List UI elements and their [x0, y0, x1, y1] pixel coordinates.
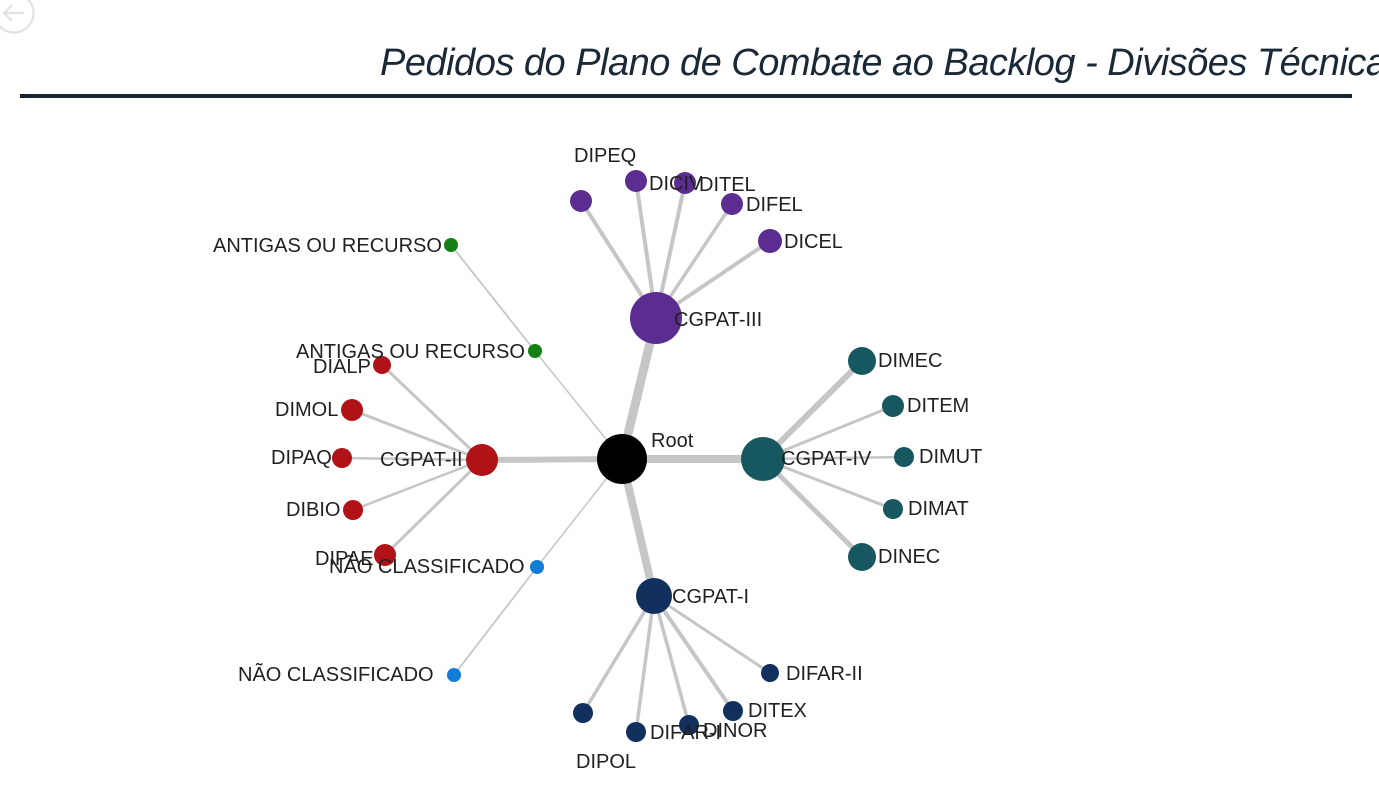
edge-antigas-antigas_child — [451, 245, 535, 351]
node-cgpat4[interactable] — [741, 437, 785, 481]
node-label-cgpat2: CGPAT-II — [380, 449, 463, 471]
node-label-antigas_child: ANTIGAS OU RECURSO — [213, 235, 442, 257]
node-cgpat1[interactable] — [636, 578, 672, 614]
node-label-nao_class_child: NÃO CLASSIFICADO — [238, 662, 434, 686]
node-dipaq[interactable] — [332, 448, 352, 468]
node-label-dimut: DIMUT — [919, 446, 982, 468]
node-label-dimol: DIMOL — [275, 399, 338, 421]
node-ditex[interactable] — [723, 701, 743, 721]
node-dibio[interactable] — [343, 500, 363, 520]
node-dimat[interactable] — [883, 499, 903, 519]
node-root[interactable] — [597, 434, 647, 484]
node-dimut[interactable] — [894, 447, 914, 467]
node-nao_class[interactable] — [530, 560, 544, 574]
node-difar1[interactable] — [626, 722, 646, 742]
node-label-dimat: DIMAT — [908, 498, 969, 520]
node-label-dipaq: DIPAQ — [271, 447, 332, 469]
node-dimol[interactable] — [341, 399, 363, 421]
edge-cgpat2-dipae — [385, 460, 482, 555]
node-ditem[interactable] — [882, 395, 904, 417]
node-antigas[interactable] — [528, 344, 542, 358]
node-dinec[interactable] — [848, 543, 876, 571]
node-difel[interactable] — [721, 193, 743, 215]
edge-cgpat2-dialp — [382, 365, 482, 460]
node-label-antigas: ANTIGAS OU RECURSO — [296, 341, 525, 363]
node-label-dibio: DIBIO — [286, 499, 340, 521]
edge-nao_class-nao_class_child — [454, 567, 537, 675]
node-label-difel: DIFEL — [746, 194, 803, 216]
node-label-nao_class: NÃO CLASSIFICADO — [329, 554, 525, 578]
node-label-root: Root — [651, 430, 694, 452]
node-difar2[interactable] — [761, 664, 779, 682]
edge-cgpat1-dipol — [583, 596, 654, 713]
node-label-cgpat3: CGPAT-III — [674, 309, 762, 331]
node-label-difar1: DIFAR-I — [650, 722, 721, 744]
node-antigas_child[interactable] — [444, 238, 458, 252]
node-label-cgpat4: CGPAT-IV — [781, 448, 872, 470]
node-label-dipol: DIPOL — [576, 751, 636, 773]
node-label-dinec: DINEC — [878, 546, 940, 568]
node-dipeq[interactable] — [570, 190, 592, 212]
node-diciv[interactable] — [625, 170, 647, 192]
edge-cgpat1-difar1 — [636, 596, 654, 732]
node-label-dicel: DICEL — [784, 231, 843, 253]
node-dimec[interactable] — [848, 347, 876, 375]
node-label-diciv: DICIV — [649, 173, 703, 195]
node-dipol[interactable] — [573, 703, 593, 723]
node-label-difar2: DIFAR-II — [786, 663, 863, 685]
node-label-cgpat1: CGPAT-I — [672, 586, 749, 608]
node-cgpat2[interactable] — [466, 444, 498, 476]
edge-cgpat1-ditex — [654, 596, 733, 711]
node-label-ditel: DITEL — [699, 174, 756, 196]
node-dicel[interactable] — [758, 229, 782, 253]
node-label-ditex: DITEX — [748, 700, 807, 722]
node-label-dimec: DIMEC — [878, 350, 942, 372]
node-label-ditem: DITEM — [907, 395, 969, 417]
node-nao_class_child[interactable] — [447, 668, 461, 682]
node-label-dipeq: DIPEQ — [574, 145, 636, 167]
